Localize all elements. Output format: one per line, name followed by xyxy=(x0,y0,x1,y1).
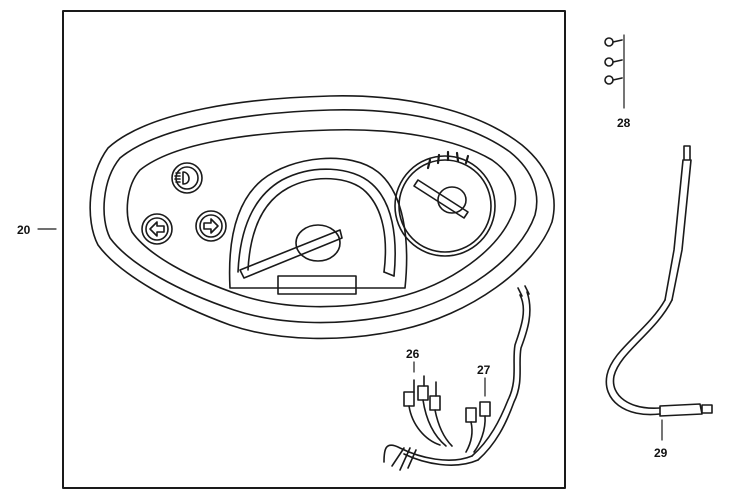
assembly-frame xyxy=(62,10,566,489)
callout-28: 28 xyxy=(617,116,631,130)
fuel-gauge-needle xyxy=(413,179,469,219)
callout-29: 29 xyxy=(654,446,668,460)
wiring-harness xyxy=(383,285,531,471)
bulb-socket xyxy=(417,385,429,401)
bulb-socket xyxy=(403,391,415,407)
high-beam-icon xyxy=(171,162,203,194)
fuel-gauge xyxy=(394,150,496,257)
bulb-socket xyxy=(479,401,491,417)
screw-set xyxy=(604,34,625,109)
callout-26: 26 xyxy=(406,347,420,361)
speedometer-cable xyxy=(605,145,713,441)
cluster-outer-shell xyxy=(89,95,555,340)
cluster-inner-lip xyxy=(103,109,538,324)
speedometer-needle xyxy=(239,229,343,279)
callout-27: 27 xyxy=(477,363,491,377)
callout-20: 20 xyxy=(17,223,31,237)
speedometer-gauge xyxy=(228,157,408,295)
right-turn-icon xyxy=(195,210,227,242)
left-turn-icon xyxy=(141,213,173,245)
bulb-socket xyxy=(429,395,441,411)
cluster-faceplate xyxy=(126,128,517,308)
odometer-window xyxy=(277,275,357,295)
bulb-socket xyxy=(465,407,477,423)
